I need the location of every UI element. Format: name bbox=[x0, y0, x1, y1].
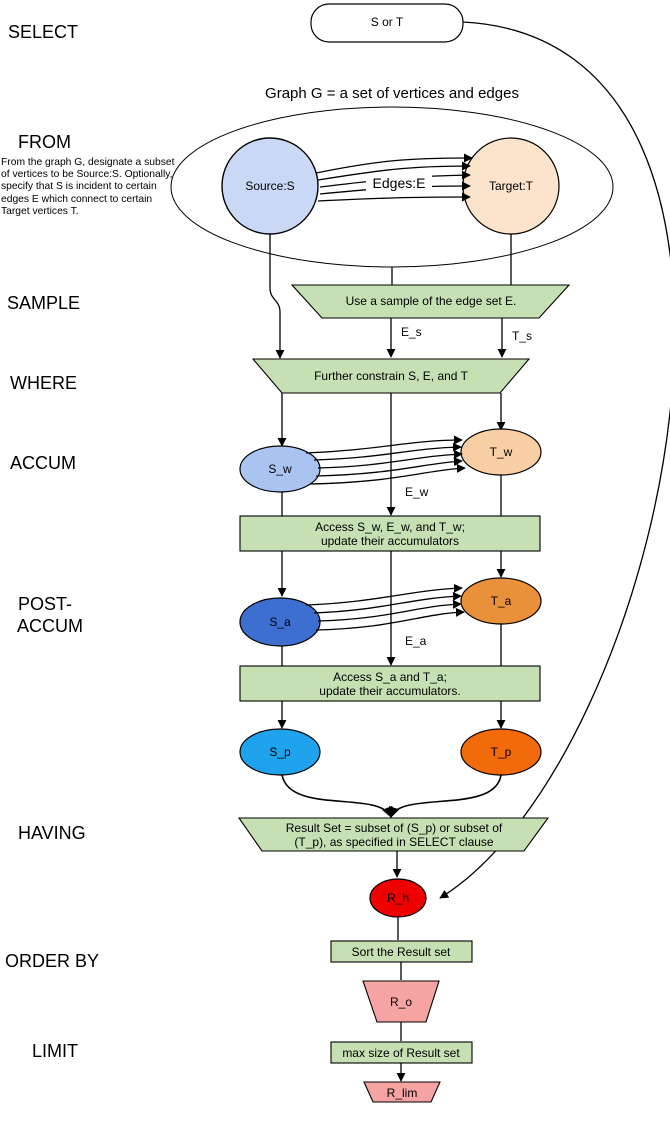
sample-box bbox=[290, 284, 571, 319]
having-box bbox=[237, 817, 550, 852]
t-p-to-having-connector bbox=[388, 774, 502, 819]
target-vertex-label: Target:T bbox=[489, 179, 534, 193]
where-box bbox=[251, 358, 531, 394]
r-h-label: R_h bbox=[387, 891, 409, 905]
having-box-line1: Result Set = subset of (S_p) or subset o… bbox=[286, 821, 503, 835]
stage-limit: LIMIT bbox=[32, 1041, 78, 1061]
post-accum-box-line2: update their accumulators. bbox=[319, 684, 460, 698]
where-box-label: Further constrain S, E, and T bbox=[314, 369, 469, 383]
s-p-to-having-connector bbox=[281, 774, 393, 819]
stage-having: HAVING bbox=[18, 823, 86, 843]
t-a-label: T_a bbox=[491, 594, 512, 608]
stage-where: WHERE bbox=[10, 373, 77, 393]
accum-box-line1: Access S_w, E_w, and T_w; bbox=[315, 520, 465, 534]
t-s-label: T_s bbox=[512, 329, 532, 343]
e-a-label: E_a bbox=[405, 634, 427, 648]
from-description: From the graph G, designate a subset of … bbox=[1, 157, 175, 217]
stage-post-accum-line1: POST- bbox=[18, 594, 72, 614]
s-p-label: S_p bbox=[269, 745, 291, 759]
sample-box-label: Use a sample of the edge set E. bbox=[346, 294, 517, 308]
graph-title: Graph G = a set of vertices and edges bbox=[265, 85, 519, 102]
limit-box-label: max size of Result set bbox=[342, 1046, 460, 1060]
r-lim-label: R_lim bbox=[387, 1086, 418, 1100]
stage-accum: ACCUM bbox=[10, 453, 76, 473]
edges-label-bg bbox=[366, 174, 432, 192]
s-w-label: S_w bbox=[268, 462, 292, 476]
edges-s-w-t-w bbox=[305, 435, 466, 485]
stage-sample: SAMPLE bbox=[7, 293, 80, 313]
stage-order-by: ORDER BY bbox=[5, 951, 99, 971]
r-o-label: R_o bbox=[390, 995, 412, 1009]
edges-label: Edges:E bbox=[373, 175, 426, 191]
post-accum-box-line1: Access S_a and T_a; bbox=[333, 670, 447, 684]
s-p-vertex bbox=[239, 728, 321, 776]
select-box-label: S or T bbox=[371, 15, 404, 29]
e-w-label: E_w bbox=[405, 485, 429, 499]
r-lim-node bbox=[363, 1081, 441, 1103]
source-to-where-line bbox=[269, 234, 285, 359]
e-s-label: E_s bbox=[401, 325, 422, 339]
t-w-label: T_w bbox=[490, 445, 513, 459]
accum-box-line2: update their accumulators bbox=[321, 534, 459, 548]
t-p-label: T_p bbox=[491, 745, 512, 759]
select-box bbox=[310, 3, 464, 43]
stage-select: SELECT bbox=[8, 22, 78, 42]
order-by-box-label: Sort the Result set bbox=[352, 945, 451, 959]
r-o-node bbox=[362, 980, 440, 1023]
s-w-vertex bbox=[239, 445, 321, 493]
accum-box bbox=[239, 515, 541, 552]
edges-s-a-t-a bbox=[305, 583, 465, 631]
s-a-label: S_a bbox=[269, 615, 291, 629]
s-a-vertex bbox=[239, 597, 321, 647]
having-box-line2: (T_p), as specified in SELECT clause bbox=[294, 835, 494, 849]
stage-from: FROM bbox=[18, 132, 71, 152]
stage-post-accum-line2: ACCUM bbox=[17, 616, 83, 636]
post-accum-box bbox=[239, 665, 541, 702]
source-vertex-label: Source:S bbox=[245, 179, 294, 193]
